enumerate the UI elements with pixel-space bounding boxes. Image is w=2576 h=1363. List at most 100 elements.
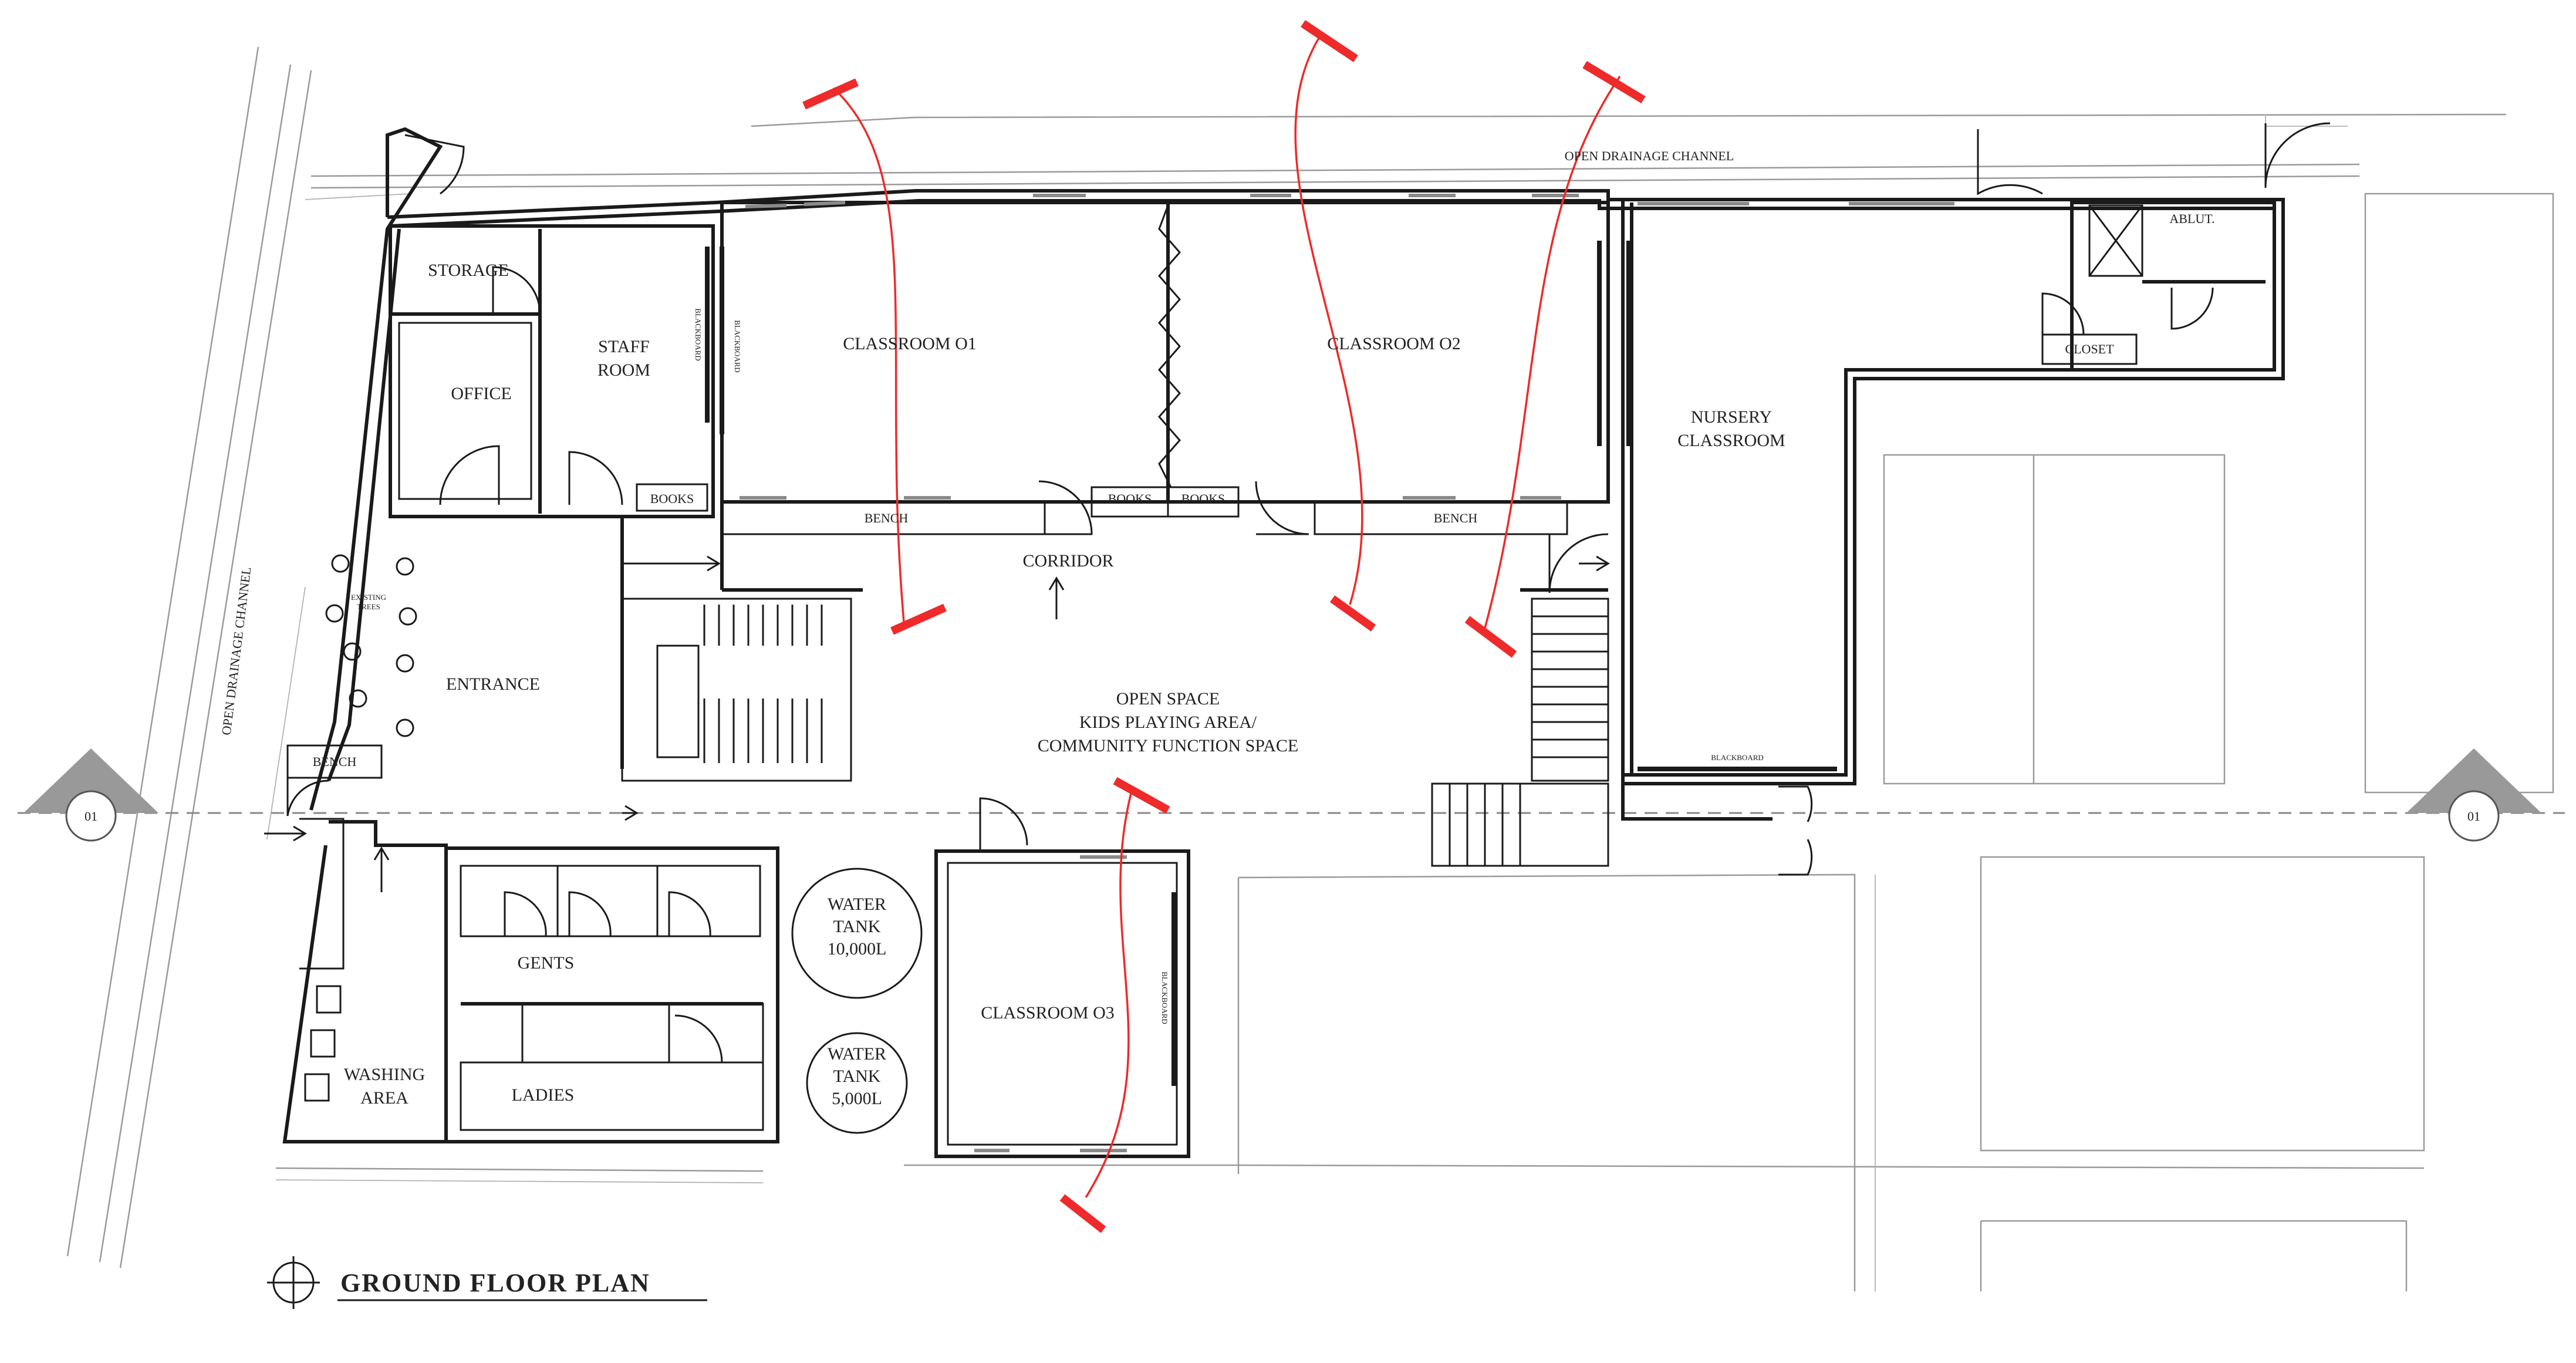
left-channel-line-4 <box>266 586 306 840</box>
label-gents: GENTS <box>518 953 575 973</box>
labels: OPEN DRAINAGE CHANNEL OPEN DRAINAGE CHAN… <box>219 149 2215 1108</box>
arrow-corridor-up <box>1048 576 1065 619</box>
label-nursery-2: CLASSROOM <box>1677 431 1785 450</box>
inner-wall-north-east <box>390 199 2276 777</box>
water-tank-large <box>791 868 923 999</box>
top-channel-line-3 <box>310 175 2360 189</box>
vent-path-4 <box>1085 786 1134 1198</box>
office-inner <box>398 322 532 500</box>
label-washing-2: AREA <box>360 1088 408 1108</box>
label-classroom-02: CLASSROOM O2 <box>1327 334 1461 353</box>
label-open-space-3: COMMUNITY FUNCTION SPACE <box>1038 736 1299 755</box>
nursery-step <box>1621 784 1773 821</box>
label-ablution: ABLUT. <box>2169 211 2214 226</box>
bottom-plot-2 <box>1980 856 2425 1152</box>
vent-head-4b <box>1059 1194 1106 1233</box>
toilets-block <box>444 846 779 1143</box>
label-classroom-03: CLASSROOM O3 <box>981 1003 1115 1023</box>
label-blackboard-classroom-01: BLACKBOARD <box>733 320 742 373</box>
top-channel-tick <box>2265 114 2348 127</box>
label-blackboard-staff: BLACKBOARD <box>694 308 703 361</box>
arrow-corridor-entry <box>622 555 721 572</box>
plan-title-text: GROUND FLOOR PLAN <box>340 1268 650 1297</box>
section-marker-right-label: 01 <box>2467 809 2480 824</box>
bench-classroom-02 <box>1314 501 1568 535</box>
label-staff-1: STAFF <box>598 337 650 356</box>
label-ladies: LADIES <box>512 1085 575 1105</box>
bench-classroom-01 <box>721 501 1046 535</box>
label-entrance: ENTRANCE <box>446 674 540 694</box>
west-entrance-inner-wall <box>327 228 401 782</box>
tree-3 <box>325 604 344 623</box>
tree-8 <box>396 718 414 737</box>
section-marker-left-label: 01 <box>85 809 97 824</box>
label-storage: STORAGE <box>428 261 509 280</box>
label-tank-large-2: TANK <box>833 917 881 936</box>
door-classroom-03 <box>979 797 1028 851</box>
ladies-cubicles <box>521 1003 764 1064</box>
label-nursery-1: NURSERY <box>1691 407 1772 427</box>
door-staff <box>568 451 623 505</box>
label-staff-2: ROOM <box>597 360 650 380</box>
vent-head-4a <box>1113 777 1170 814</box>
vent-head-2a <box>1301 20 1358 62</box>
arrow-toilets <box>373 846 390 892</box>
tree-1 <box>331 554 350 573</box>
window-1 <box>745 204 787 208</box>
plan-title: GROUND FLOOR PLAN <box>267 1256 707 1309</box>
vent-head-3b <box>1464 616 1517 658</box>
right-stair-lower-treads <box>1449 784 1521 866</box>
label-tank-small-3: 5,000L <box>832 1089 882 1108</box>
vent-head-3a <box>1582 60 1646 104</box>
vent-path-3 <box>1484 76 1621 629</box>
arrow-nursery <box>1579 555 1610 572</box>
folding-partition <box>1158 205 1181 488</box>
right-stair-treads <box>1532 615 1608 758</box>
label-tank-large-1: WATER <box>828 895 886 914</box>
bench-entrance <box>286 744 383 779</box>
stair-treads-1 <box>703 605 823 763</box>
doors <box>286 122 2331 1064</box>
ablution-shower-x2 <box>2088 205 2143 276</box>
section-marker-left-circle <box>65 790 117 842</box>
top-channel-line-1 <box>751 113 2507 127</box>
door-classroom-02 <box>1255 481 1309 535</box>
outer-wall-north-east <box>387 189 2285 785</box>
vent-head-1a <box>802 78 859 110</box>
site-context <box>66 46 2554 1291</box>
label-blackboard-nursery: BLACKBOARD <box>1711 753 1764 762</box>
west-entrance-wall <box>309 127 443 811</box>
label-books-1: BOOKS <box>1108 491 1152 506</box>
tree-2 <box>396 557 414 576</box>
door-gents-1 <box>504 891 547 937</box>
tree-5 <box>343 642 362 661</box>
label-blackboard-classroom-03: BLACKBOARD <box>1160 971 1169 1024</box>
windows <box>740 194 1954 1152</box>
door-classroom-01 <box>1038 480 1093 535</box>
door-top-right <box>2264 122 2331 188</box>
stair-well <box>621 598 852 782</box>
right-plot-1 <box>1883 454 2226 785</box>
section-marker-left-triangle <box>23 748 158 813</box>
label-bench-entrance: BENCH <box>313 754 357 769</box>
label-tank-small-2: TANK <box>833 1067 881 1086</box>
vent-head-1b <box>890 603 947 635</box>
door-storage <box>492 266 541 315</box>
door-gents-3 <box>668 891 711 937</box>
label-washing-1: WASHING <box>344 1065 425 1084</box>
existing-trees <box>325 554 417 737</box>
section-line: 01 01 <box>18 748 2565 842</box>
door-office <box>439 445 500 505</box>
door-entrance-west <box>286 763 329 817</box>
door-closet <box>2041 292 2085 335</box>
label-existing-trees-2: TREES <box>357 602 380 611</box>
ladies-inner <box>460 1061 764 1131</box>
blackboards <box>705 241 1837 1086</box>
ablution-shower <box>2088 204 2143 277</box>
right-stair-well <box>1531 598 1609 782</box>
classroom-03-inner <box>947 862 1178 1146</box>
tree-7 <box>349 689 367 708</box>
washing-area-wall <box>282 820 448 1143</box>
section-marker-right-triangle <box>2406 748 2541 813</box>
